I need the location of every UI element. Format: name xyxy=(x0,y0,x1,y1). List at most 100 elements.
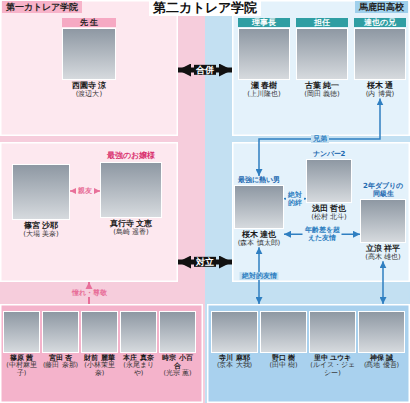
person-card: 本庄 真奈(永尾まりや) xyxy=(120,310,157,377)
person-card: 里中 ユウキ(ルイス・ジェシー) xyxy=(309,310,356,377)
person-card: 時宗 小百合(光宗 薫) xyxy=(159,310,196,378)
name-text: 西園寺 涼 xyxy=(62,81,116,90)
person-card: 最強に熱い男桜木 達也(森本 慎太郎) xyxy=(234,176,284,247)
photo-placeholder xyxy=(358,311,405,353)
person-card: 2年ダブりの 同級生立浪 祥平(高木 雄也) xyxy=(360,182,406,261)
person-card: 野口 樹(田中 樹) xyxy=(260,310,307,370)
person-card: 先 生西園寺 涼(渡辺大) xyxy=(62,18,116,98)
relation-label: 対立 xyxy=(194,257,216,267)
name-text: 真行寺 文恵 xyxy=(100,219,162,228)
panel-ground xyxy=(208,305,410,403)
relation-label: 年齢差を超えた友情 xyxy=(303,226,342,242)
panel-ground xyxy=(233,1,410,136)
actor-text: (藤田 奈那) xyxy=(42,362,79,369)
role-label: 最強のお嬢様 xyxy=(100,152,162,161)
photo-placeholder xyxy=(42,311,79,353)
name-text: 野口 樹 xyxy=(260,354,307,362)
photo-placeholder xyxy=(62,28,116,80)
photo-placeholder xyxy=(234,185,284,229)
relation-label: 親友 xyxy=(76,187,94,195)
panel-box: 第一カトレア学院先 生西園寺 涼(渡辺大) xyxy=(0,0,178,136)
person-card: 担任古葉 純一(岡田 義徳) xyxy=(296,18,348,98)
photo-placeholder xyxy=(309,311,356,353)
actor-text: (島崎 遥香) xyxy=(100,228,162,236)
actor-text: (内 博貴) xyxy=(354,90,406,98)
person-card: ナンバー2 浅田 哲也(松村 北斗) xyxy=(306,150,352,221)
photo-placeholder xyxy=(12,164,70,220)
actor-text: (京本 大我) xyxy=(211,362,258,369)
relation-label: 絶対的友情 xyxy=(240,272,279,280)
name-text: 瀬 春樹 xyxy=(238,81,290,90)
role-label: 理事長 xyxy=(238,18,290,27)
panel-box: 馬鹿田高校理事長瀬 春樹(上川隆也)担任古葉 純一(岡田 義徳)達也の兄桜木 通… xyxy=(232,0,410,136)
actor-text: (岡田 義徳) xyxy=(296,90,348,98)
actor-text: (渡辺大) xyxy=(62,90,116,98)
relation-label: 合併 xyxy=(194,65,216,75)
name-text: 神保 誠 xyxy=(358,354,405,362)
photo-placeholder xyxy=(81,311,118,353)
panel-box: 最強に熱い男桜木 達也(森本 慎太郎) ナンバー2 浅田 哲也(松村 北斗) 2年ダブ… xyxy=(232,142,410,282)
panel-ground xyxy=(1,1,178,136)
panel-ground xyxy=(1,305,203,403)
photo-placeholder xyxy=(100,162,162,218)
person-card: 達也の兄桜木 通(内 博貴) xyxy=(354,18,406,98)
name-text: 本庄 真奈 xyxy=(120,354,157,362)
person-card: 財前 麗華(小林茉里奈) xyxy=(81,310,118,377)
panel-box: 篠原 茜(中村麻里子)宮田 杏(藤田 奈那)財前 麗華(小林茉里奈)本庄 真奈(… xyxy=(0,304,203,403)
photo-placeholder xyxy=(296,28,348,80)
role-label: 先 生 xyxy=(62,18,116,27)
actor-text: (ルイス・ジェシー) xyxy=(309,362,356,377)
role-label: 2年ダブりの 同級生 xyxy=(360,182,406,198)
role-label: 担任 xyxy=(296,18,348,27)
name-text: 寺川 麻耶 xyxy=(211,354,258,362)
photo-placeholder xyxy=(3,311,40,353)
person-card: 篠原 茜(中村麻里子) xyxy=(3,310,40,377)
name-text: 浅田 哲也 xyxy=(306,204,352,213)
person-card: 篠宮 沙耶(大場 美奈) xyxy=(12,163,70,238)
name-text: 宮田 杏 xyxy=(42,354,79,362)
role-label: ナンバー2 xyxy=(306,150,352,158)
heading-text: 馬鹿田高校 xyxy=(355,1,408,13)
panel-box: 篠宮 沙耶(大場 美奈) 最強のお嬢様真行寺 文恵(島崎 遥香) xyxy=(0,142,178,282)
photo-placeholder xyxy=(238,28,290,80)
person-card: 最強のお嬢様真行寺 文恵(島崎 遥香) xyxy=(100,152,162,236)
relation-label: 絶対的絆 xyxy=(286,191,304,207)
heading-text: 第一カトレア学院 xyxy=(2,1,82,13)
actor-text: (髙地 優吾) xyxy=(358,362,405,369)
photo-placeholder xyxy=(211,311,258,353)
actor-text: (永尾まりや) xyxy=(120,362,157,377)
actor-text: (上川隆也) xyxy=(238,90,290,98)
actor-text: (田中 樹) xyxy=(260,362,307,369)
photo-placeholder xyxy=(260,311,307,353)
name-text: 桜木 達也 xyxy=(234,230,284,239)
actor-text: (光宗 薫) xyxy=(159,370,196,377)
actor-text: (高木 雄也) xyxy=(360,253,406,261)
photo-placeholder xyxy=(120,311,157,353)
person-card: 理事長瀬 春樹(上川隆也) xyxy=(238,18,290,98)
actor-text: (中村麻里子) xyxy=(3,362,40,377)
name-text: 里中 ユウキ xyxy=(309,354,356,362)
actor-text: (大場 美奈) xyxy=(12,230,70,238)
photo-placeholder xyxy=(354,28,406,80)
name-text: 篠宮 沙耶 xyxy=(12,221,70,230)
name-text: 古葉 純一 xyxy=(296,81,348,90)
title-text: 第二カトレア学院 xyxy=(149,0,261,16)
relation-label: 兄弟 xyxy=(311,135,329,143)
panel-box: 寺川 麻耶(京本 大我)野口 樹(田中 樹)里中 ユウキ(ルイス・ジェシー)神保… xyxy=(207,304,410,403)
person-card: 神保 誠(髙地 優吾) xyxy=(358,310,405,370)
photo-placeholder xyxy=(159,311,196,353)
photo-placeholder xyxy=(306,159,352,203)
person-card: 宮田 杏(藤田 奈那) xyxy=(42,310,79,370)
relation-label: 憧れ・尊敬 xyxy=(70,289,109,297)
photo-placeholder xyxy=(360,199,406,243)
relation-arrow xyxy=(382,261,384,304)
panel-ground xyxy=(1,143,178,282)
role-label: 達也の兄 xyxy=(354,18,406,27)
name-text: 篠原 茜 xyxy=(3,354,40,362)
name-text: 時宗 小百合 xyxy=(159,354,196,370)
name-text: 桜木 通 xyxy=(354,81,406,90)
name-text: 財前 麗華 xyxy=(81,354,118,362)
actor-text: (松村 北斗) xyxy=(306,213,352,221)
